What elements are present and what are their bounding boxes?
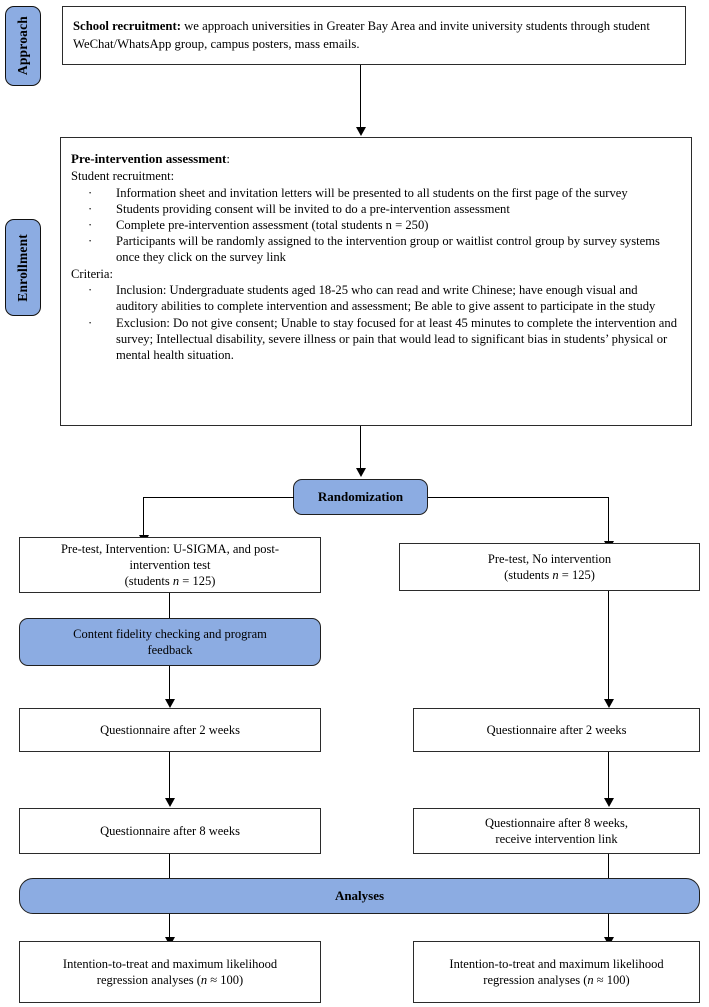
approach-body: we approach universities in Greater Bay …	[73, 18, 650, 51]
right-q8w-box: Questionnaire after 8 weeks, receive int…	[413, 808, 700, 854]
right-results-n-pre: regression analyses (	[483, 973, 588, 987]
enrollment-section1-items: · Information sheet and invitation lette…	[71, 185, 681, 266]
bullet-text: Information sheet and invitation letters…	[116, 186, 628, 201]
approach-box: School recruitment: we approach universi…	[62, 6, 686, 65]
left-results-n-symbol: n	[200, 973, 208, 987]
stage-label-enrollment-text: Enrollment	[15, 233, 30, 302]
connector-left-q2w-to-q8w	[169, 752, 170, 799]
enrollment-bullet: · Inclusion: Undergraduate students aged…	[71, 282, 681, 314]
connector-approach-to-enrollment	[360, 65, 361, 128]
connector-randomization-right	[428, 497, 608, 498]
right-results-line1: Intention-to-treat and maximum likelihoo…	[449, 957, 664, 971]
left-results-line2: regression analyses (n ≈ 100)	[26, 972, 314, 988]
stage-label-approach-text: Approach	[15, 16, 30, 76]
right-results-n-post: ≈ 100)	[593, 973, 630, 987]
right-q8w-line2: receive intervention link	[495, 832, 618, 846]
approach-lead: School recruitment:	[73, 18, 181, 33]
bullet-glyph: ·	[88, 186, 93, 201]
enrollment-title-text: Pre-intervention assessment	[71, 151, 227, 166]
right-results-line2: regression analyses (n ≈ 100)	[420, 972, 693, 988]
connector-left-drop	[143, 497, 144, 536]
bullet-text: Complete pre-intervention assessment (to…	[116, 218, 429, 233]
connector-left-fidelity-to-q2w	[169, 666, 170, 700]
bullet-text: Inclusion: Undergraduate students aged 1…	[116, 283, 656, 314]
enrollment-bullet: · Complete pre-intervention assessment (…	[71, 217, 681, 233]
right-allocation-n-pre: (students	[504, 568, 553, 582]
arrowhead-right-q8w	[603, 798, 614, 807]
left-fidelity-line1: Content fidelity checking and program	[73, 627, 267, 641]
left-results-line1: Intention-to-treat and maximum likelihoo…	[62, 957, 278, 971]
left-results-n-pre: regression analyses (	[96, 973, 201, 987]
left-results-box: Intention-to-treat and maximum likelihoo…	[19, 941, 321, 1003]
arrowhead-left-q2w	[164, 699, 175, 708]
right-allocation-n-symbol: n	[552, 568, 559, 582]
right-q8w-line1: Questionnaire after 8 weeks,	[485, 816, 628, 830]
right-q2w-label: Questionnaire after 2 weeks	[486, 722, 627, 737]
randomization-label: Randomization	[317, 488, 404, 504]
connector-right-allocation-to-q2w	[608, 591, 609, 700]
bullet-glyph: ·	[88, 202, 93, 217]
connector-randomization-left	[143, 497, 294, 498]
left-q2w-box: Questionnaire after 2 weeks	[19, 708, 321, 752]
right-allocation-line1: Pre-test, No intervention	[487, 552, 612, 566]
bullet-text: Participants will be randomly assigned t…	[116, 234, 660, 265]
arrowhead-enrollment-to-randomization	[355, 468, 366, 477]
connector-left-q8w-to-analyses	[169, 854, 170, 879]
right-allocation-n-post: = 125)	[558, 568, 595, 582]
enrollment-section1-label: Student recruitment:	[71, 169, 175, 184]
bullet-text: Students providing consent will be invit…	[116, 202, 510, 217]
left-allocation-box: Pre-test, Intervention: U-SIGMA, and pos…	[19, 537, 321, 593]
bullet-text: Exclusion: Do not give consent; Unable t…	[116, 315, 677, 362]
connector-analyses-to-right-results	[608, 914, 609, 938]
analyses-bar: Analyses	[19, 878, 700, 914]
left-fidelity-line2: feedback	[147, 643, 193, 657]
left-allocation-n-post: = 125)	[179, 574, 216, 588]
enrollment-bullet: · Participants will be randomly assigned…	[71, 233, 681, 265]
left-q2w-label: Questionnaire after 2 weeks	[100, 722, 240, 737]
connector-left-allocation-to-fidelity	[169, 593, 170, 619]
enrollment-bullet: · Exclusion: Do not give consent; Unable…	[71, 315, 681, 363]
left-q8w-box: Questionnaire after 8 weeks	[19, 808, 321, 854]
enrollment-bullet: · Students providing consent will be inv…	[71, 201, 681, 217]
right-q2w-box: Questionnaire after 2 weeks	[413, 708, 700, 752]
arrowhead-right-q2w	[603, 699, 614, 708]
enrollment-box: Pre-intervention assessment: Student rec…	[60, 137, 692, 426]
enrollment-bullet: · Information sheet and invitation lette…	[71, 185, 681, 201]
bullet-glyph: ·	[88, 218, 93, 233]
bullet-glyph: ·	[88, 234, 93, 249]
left-fidelity-box: Content fidelity checking and program fe…	[19, 618, 321, 666]
approach-box-text: School recruitment: we approach universi…	[73, 18, 675, 54]
enrollment-section2-label: Criteria:	[71, 266, 113, 281]
left-allocation-line2: intervention test	[129, 558, 211, 572]
left-q8w-label: Questionnaire after 8 weeks	[100, 823, 240, 838]
left-allocation-n-pre: (students	[124, 574, 173, 588]
right-allocation-box: Pre-test, No intervention (students n = …	[399, 543, 700, 591]
arrowhead-left-q8w	[164, 798, 175, 807]
connector-right-q8w-to-analyses	[608, 854, 609, 879]
arrowhead-approach-to-enrollment	[355, 127, 366, 136]
enrollment-section2-items: · Inclusion: Undergraduate students aged…	[71, 282, 681, 363]
stage-label-approach: Approach	[5, 6, 41, 86]
stage-label-enrollment: Enrollment	[5, 219, 41, 316]
right-allocation-line2: (students n = 125)	[406, 567, 693, 583]
analyses-bar-label: Analyses	[334, 887, 385, 903]
connector-right-drop	[608, 497, 609, 542]
left-allocation-n-symbol: n	[172, 574, 180, 588]
right-results-box: Intention-to-treat and maximum likelihoo…	[413, 941, 700, 1003]
left-results-n-post: ≈ 100)	[207, 973, 244, 987]
enrollment-title: Pre-intervention assessment:	[71, 150, 681, 167]
bullet-glyph: ·	[88, 283, 93, 298]
left-allocation-line1: Pre-test, Intervention: U-SIGMA, and pos…	[60, 542, 280, 556]
randomization-node: Randomization	[293, 479, 428, 515]
connector-right-q2w-to-q8w	[608, 752, 609, 799]
connector-enrollment-to-randomization	[360, 426, 361, 469]
left-allocation-line3: (students n = 125)	[26, 573, 314, 589]
right-results-n-symbol: n	[587, 973, 594, 987]
enrollment-title-colon: :	[226, 151, 230, 166]
connector-analyses-to-left-results	[169, 914, 170, 938]
bullet-glyph: ·	[88, 315, 93, 330]
